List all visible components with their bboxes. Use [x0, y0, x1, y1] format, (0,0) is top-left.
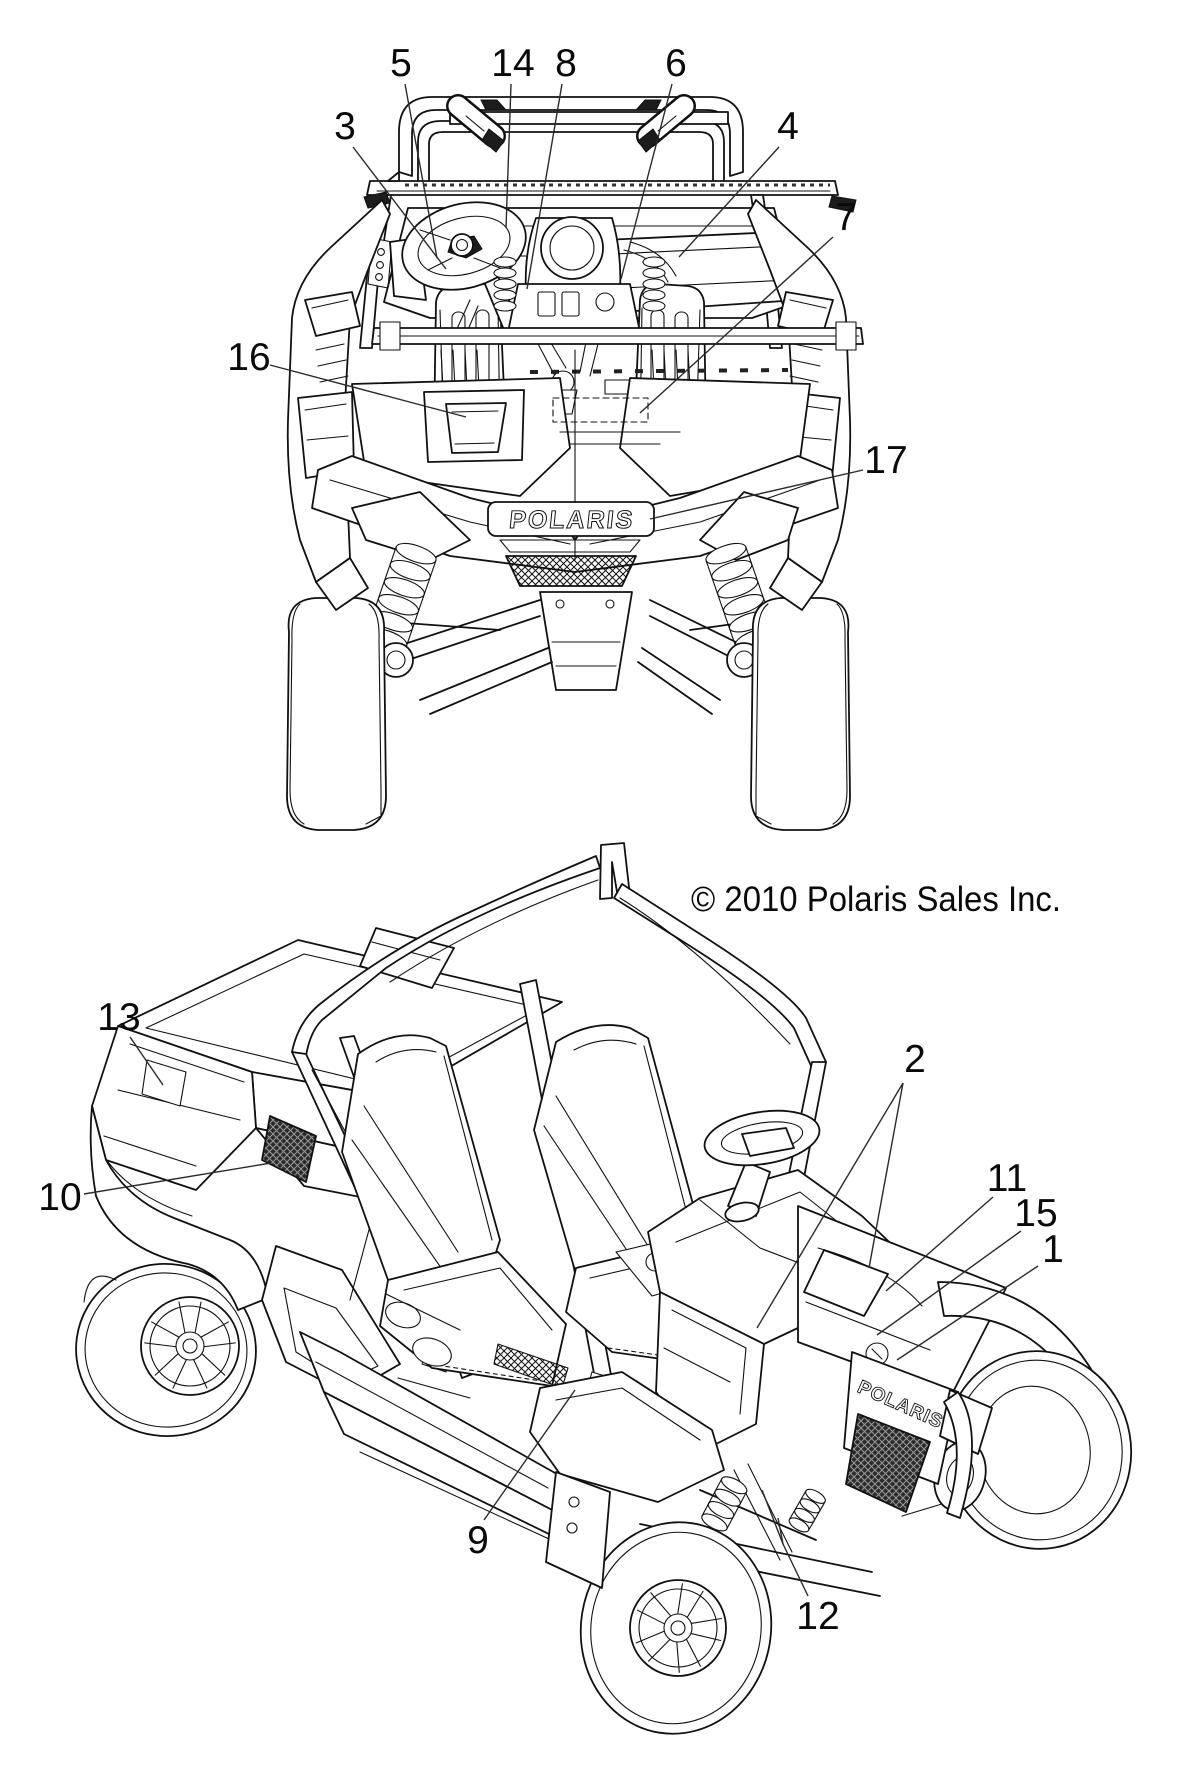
iso-front-left-wheel	[579, 1521, 773, 1735]
callout-13: 13	[97, 996, 164, 1086]
callout-leader-line	[777, 1517, 784, 1545]
callout-2: 2	[756, 1038, 926, 1329]
callout-7: 7	[639, 196, 857, 414]
front-left-body-panel	[286, 199, 391, 583]
polaris-logo-front: POLARIS	[508, 506, 636, 534]
callout-17: 17	[649, 439, 908, 520]
callout-leader-line	[868, 1082, 904, 1269]
callout-leader-line	[269, 364, 467, 418]
callout-leader-line	[782, 1543, 809, 1597]
callout-number-4: 4	[777, 105, 799, 148]
iso-front-left-fender	[529, 1371, 725, 1589]
callout-leader-line	[876, 1230, 1022, 1336]
callout-number-10: 10	[38, 1176, 81, 1219]
callout-leader-line	[404, 83, 438, 259]
front-fascia-logo-plate: POLARIS	[487, 501, 655, 553]
side-vent-grille	[261, 1115, 317, 1183]
callout-leader-line	[756, 1082, 904, 1329]
callout-8: 8	[526, 42, 577, 290]
callout-number-3: 3	[334, 105, 356, 148]
isometric-view-drawing: POLARIS	[75, 842, 1133, 1735]
copyright-text: © 2010 Polaris Sales Inc.	[691, 880, 1061, 919]
callout-number-1: 1	[1042, 1228, 1064, 1271]
dash-gauge-pod	[493, 216, 677, 333]
callout-number-8: 8	[555, 42, 577, 85]
callout-leader-line	[678, 146, 780, 258]
callout-leader-line	[761, 1489, 784, 1545]
callout-number-6: 6	[665, 42, 687, 85]
callout-15: 15	[876, 1192, 1058, 1336]
callout-leader-line	[352, 146, 447, 270]
callout-number-17: 17	[864, 439, 907, 482]
callout-10: 10	[38, 1162, 272, 1219]
callout-number-16: 16	[227, 336, 270, 379]
front-view-drawing: POLARIS	[286, 94, 864, 831]
callout-number-5: 5	[390, 42, 412, 85]
callout-leader-line	[83, 1162, 272, 1195]
callout-leader-line	[885, 1196, 994, 1292]
callout-14: 14	[491, 42, 535, 229]
front-view-tires	[286, 597, 851, 831]
callout-leader-line	[505, 83, 512, 229]
callout-11: 11	[885, 1157, 1028, 1292]
callout-number-7: 7	[835, 196, 857, 239]
callout-leader-line	[483, 1389, 576, 1521]
callout-number-12: 12	[796, 1595, 839, 1638]
callout-number-2: 2	[904, 1038, 926, 1081]
callout-4: 4	[678, 105, 799, 258]
iso-rear-left-wheel	[75, 1263, 257, 1437]
callout-number-14: 14	[491, 42, 534, 85]
callout-number-9: 9	[467, 1519, 489, 1562]
cage-grab-handles	[446, 94, 696, 153]
callout-leader-line	[649, 469, 864, 520]
iso-front-right-wheel	[901, 1350, 1133, 1550]
iso-front-fascia-grille: POLARIS	[843, 1351, 993, 1519]
steering-wheel-iso-view	[703, 1109, 821, 1223]
callout-5: 5	[390, 42, 438, 259]
callout-3: 3	[334, 105, 447, 270]
callout-number-13: 13	[97, 996, 140, 1039]
callout-leader-line	[896, 1265, 1039, 1361]
callout-leader-line	[526, 83, 563, 290]
callout-leader-line	[129, 1036, 164, 1086]
iso-rear-deck	[91, 927, 563, 1191]
callout-leader-line	[639, 236, 834, 414]
callout-leader-line	[620, 83, 673, 280]
callout-16: 16	[227, 336, 467, 418]
iso-cowl-and-hood	[647, 1169, 1007, 1399]
front-grille-mesh	[505, 555, 637, 587]
callout-12: 12	[761, 1489, 840, 1638]
callout-9: 9	[467, 1389, 576, 1562]
callout-1: 1	[896, 1228, 1064, 1361]
callout-number-15: 15	[1014, 1192, 1057, 1235]
front-bumper-assembly	[311, 349, 839, 573]
callout-number-11: 11	[987, 1157, 1028, 1200]
iso-floor-details	[385, 1293, 569, 1399]
callout-6: 6	[620, 42, 687, 280]
